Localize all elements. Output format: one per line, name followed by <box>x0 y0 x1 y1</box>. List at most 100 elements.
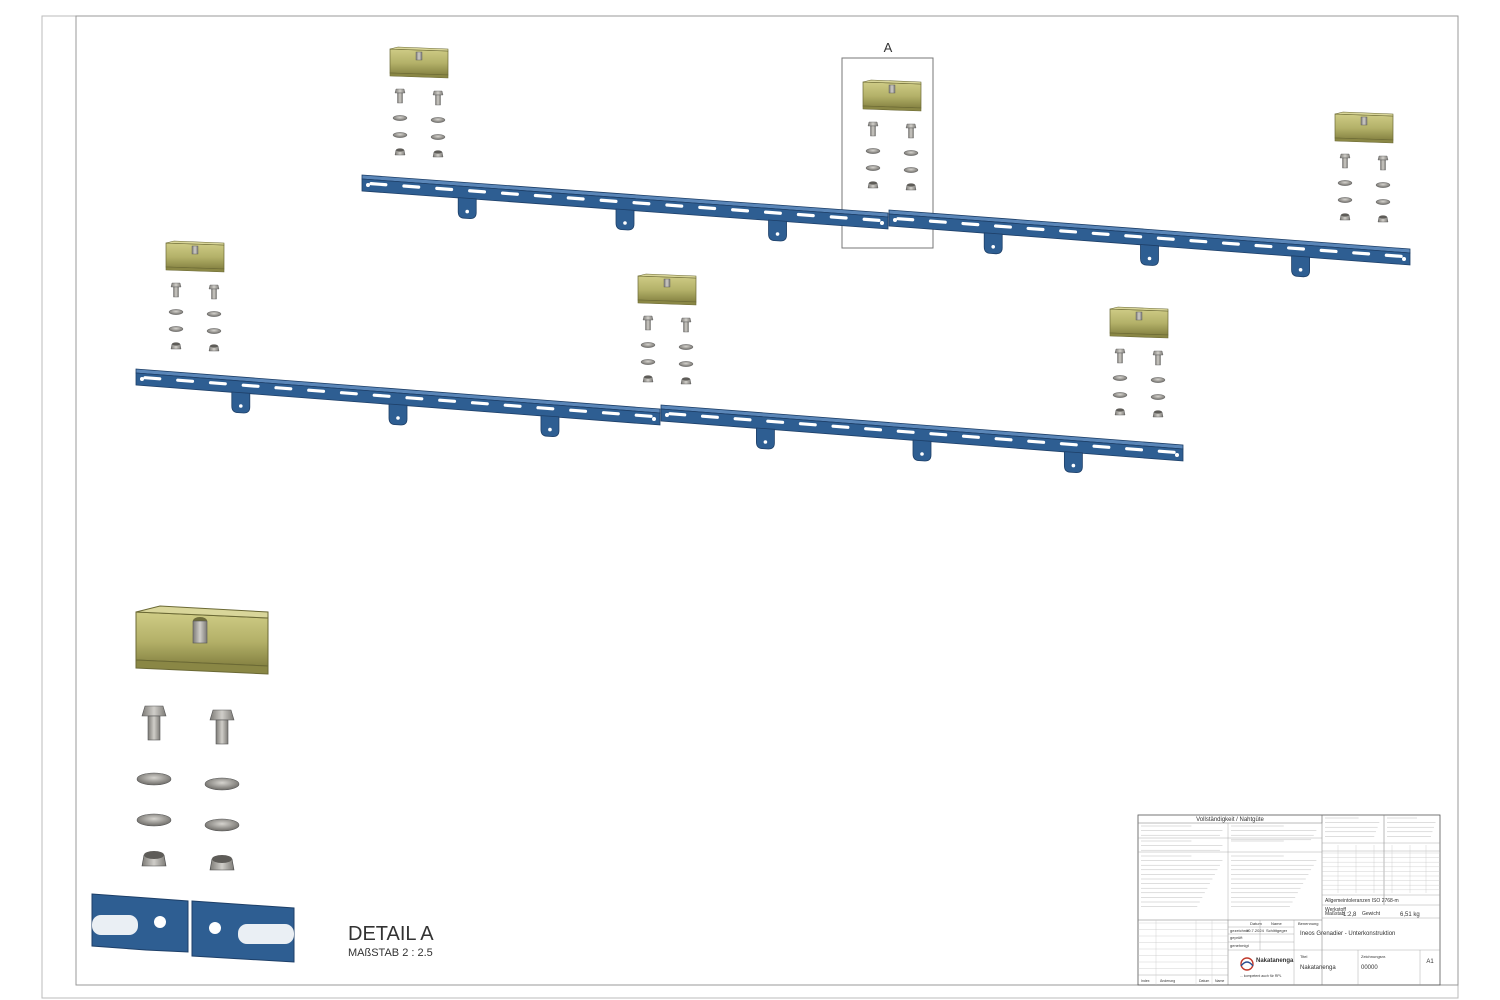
drawn-label: gezeichnet <box>1230 928 1250 933</box>
nut-top <box>907 183 915 187</box>
lower-rail-right-end-hole <box>1175 453 1179 457</box>
detail-bracket <box>135 605 269 675</box>
bolt-shank <box>908 127 914 139</box>
title-block: Vollständigkeit / Nahtgüte Allgemeintole… <box>1137 814 1441 986</box>
detail-nut-left <box>141 851 167 867</box>
lower-rail-right-slot <box>961 434 980 439</box>
detail-scale: MAßSTAB 2 : 2.5 <box>348 947 433 959</box>
bolt-shank <box>397 92 403 104</box>
nut-top <box>172 342 180 346</box>
lower-rail-left <box>135 368 661 438</box>
upper-rail-left <box>361 174 889 242</box>
upper-rail-right-slot <box>1254 243 1273 249</box>
lower-rail-left-mounting-tab <box>540 415 560 438</box>
bracket-stud <box>663 278 671 288</box>
lower-rail-right-slot <box>700 414 719 419</box>
bolt-head <box>1152 350 1164 356</box>
washer <box>1150 394 1166 400</box>
upper-rail-right-slot <box>1384 253 1403 258</box>
washer <box>168 309 184 315</box>
rev-date-label: Datum <box>1199 979 1209 983</box>
sheet-inner-border <box>75 15 1459 986</box>
lower-rail-right-web <box>660 408 1184 462</box>
bracket-stud <box>191 245 199 255</box>
upper-rail-right-tab-hole <box>1147 256 1152 261</box>
upper-rail-left-slot <box>402 184 421 189</box>
upper-rail-right-tab-hole <box>1298 268 1303 272</box>
washer <box>1375 199 1391 205</box>
bolt-shank <box>645 319 651 331</box>
scale-label: Maßstab <box>1325 911 1345 917</box>
upper-rail-left-slot <box>599 198 618 203</box>
upper-rail-left-tab-hole <box>623 221 627 225</box>
drawing-name-label: Titel <box>1300 954 1308 959</box>
washer <box>168 326 184 332</box>
nut-top <box>1379 215 1387 219</box>
detail-a-boundary <box>841 57 934 249</box>
bracket-stack-3 <box>1334 111 1394 223</box>
washer <box>640 342 656 348</box>
lower-rail-right-end-hole <box>665 413 669 417</box>
upper-rail-left-slot <box>468 189 487 194</box>
bracket-stud <box>888 84 896 94</box>
upper-rail-right-slot <box>1091 231 1110 236</box>
detail-washer-1a <box>136 772 172 786</box>
bracket-stacks <box>165 46 1394 418</box>
lower-rail-left-slot <box>569 408 588 413</box>
bracket-lower-lip <box>389 72 449 79</box>
upper-rail-right-mounting-tab <box>983 232 1003 255</box>
title-block-header: Vollständigkeit / Nahtgüte <box>1196 817 1264 823</box>
upper-rail-left-end-hole <box>366 183 370 187</box>
upper-rail-right-slot <box>1059 229 1078 234</box>
bracket-top-face <box>637 273 697 279</box>
weight-value: 6,51 kg <box>1400 912 1420 918</box>
upper-rail-right-web <box>888 213 1411 266</box>
detail-nut-right <box>209 855 235 871</box>
bolt-shank <box>1155 354 1161 366</box>
washer <box>430 134 446 140</box>
bolt-head <box>905 123 917 129</box>
upper-rail-left-slot <box>533 193 552 199</box>
lower-rail-left-slot <box>470 401 489 406</box>
bracket-top-face <box>862 79 922 85</box>
drawn-date: 10.7.2024 <box>1246 928 1265 933</box>
approved-label: genehmigt <box>1230 943 1250 948</box>
detail-bolt-right <box>209 709 235 745</box>
checked-label: geprüft <box>1230 935 1243 940</box>
washer <box>1337 197 1353 203</box>
nut-top <box>1116 408 1124 412</box>
lower-rail-right-slot <box>994 437 1013 442</box>
drawing-name: Nakatanenga <box>1300 965 1336 971</box>
bracket-lower-lip <box>165 266 225 273</box>
bolt-head <box>867 121 879 127</box>
lower-rail-left-slot <box>274 386 293 391</box>
nut-top <box>682 377 690 381</box>
rev-index-label: Index <box>1141 979 1150 983</box>
bracket-lower-lip <box>862 105 922 112</box>
lower-rail-assembly <box>135 368 1184 474</box>
washer <box>1375 182 1391 188</box>
lower-rail-right-slot <box>1059 442 1078 447</box>
upper-rail-left-slot <box>829 215 848 220</box>
upper-rail-left-tab-hole <box>775 232 780 236</box>
lower-rail-left-slot <box>143 376 162 381</box>
bolt-shank <box>435 94 441 106</box>
bolt-head <box>1377 155 1389 161</box>
bracket-top-face <box>389 46 449 52</box>
detail-rail-joint <box>91 893 295 963</box>
bracket-top-face <box>1109 306 1169 312</box>
upper-rail-right-mounting-tab <box>1140 244 1159 266</box>
bolt-shank <box>683 321 689 333</box>
washer <box>1112 375 1128 381</box>
washer <box>206 328 222 334</box>
bolt-shank <box>173 286 179 298</box>
detail-title: DETAIL A <box>348 923 434 945</box>
bolt-head <box>208 284 220 290</box>
washer <box>392 132 408 138</box>
lower-rail-right-mounting-tab <box>1063 451 1083 474</box>
bracket-top-face <box>1334 111 1394 117</box>
lower-rail-left-tab-hole <box>396 416 400 420</box>
lower-rail-left-mounting-tab <box>388 403 408 426</box>
nut-top <box>1154 410 1162 414</box>
company-tagline: ... kompetent auch für RPL <box>1240 974 1282 978</box>
